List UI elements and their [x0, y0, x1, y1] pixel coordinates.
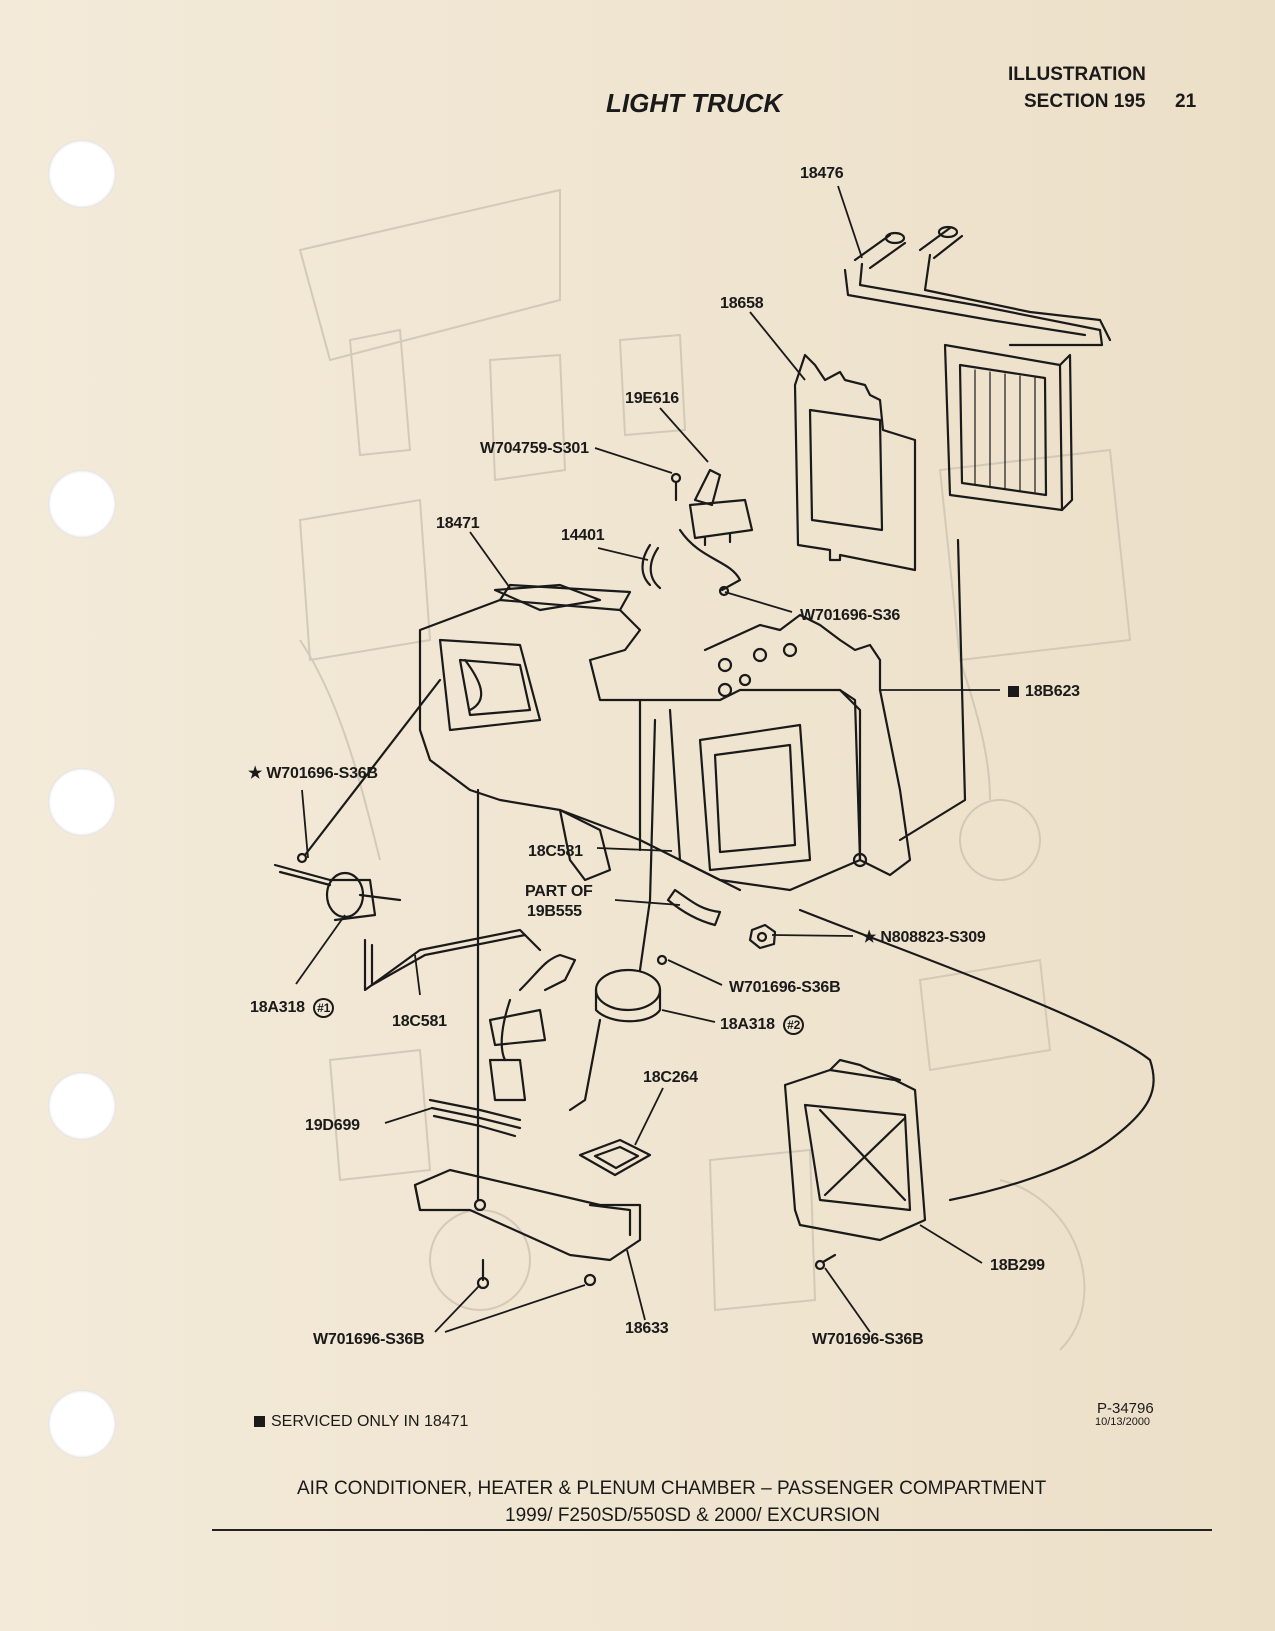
circled-number-2: #2: [783, 1015, 805, 1035]
callout-W701696-S36: W701696-S36: [800, 607, 901, 624]
callout-18A318-2: 18A318 #2: [720, 1015, 805, 1035]
seal-frame-18658: [793, 353, 917, 572]
callout-18C581-lower: 18C581: [392, 1013, 447, 1030]
callout-part-of: PART OF: [525, 883, 593, 900]
callout-18A318-2-text: 18A318: [720, 1016, 775, 1033]
callout-W701696-S36B-mid: W701696-S36B: [729, 979, 841, 996]
callout-W701696-S36B-right: W701696-S36B: [812, 1331, 924, 1348]
callout-18C264: 18C264: [643, 1069, 698, 1086]
callout-18658: 18658: [720, 295, 764, 312]
bracket-18B623: [703, 613, 912, 877]
bleed-through-ghost: [298, 188, 1132, 1351]
callout-18A318-1: 18A318 #1: [250, 998, 335, 1018]
binder-hole: [48, 470, 116, 538]
callout-18476: 18476: [800, 165, 844, 182]
callout-N808823-S309: ★ N808823-S309: [862, 929, 986, 946]
callout-14401: 14401: [561, 527, 605, 544]
vacuum-hose-18C581: [798, 538, 1155, 1202]
gasket-18C264: [578, 1138, 652, 1177]
hose-19B555: [666, 888, 722, 927]
serviced-only-note: SERVICED ONLY IN 18471: [254, 1413, 468, 1431]
footer-rule: [212, 1529, 1212, 1531]
serviced-only-text: SERVICED ONLY IN 18471: [271, 1413, 469, 1430]
callout-19D699: 19D699: [305, 1117, 360, 1134]
callout-leader-lines: [295, 185, 1000, 1333]
callout-18B623-text: 18B623: [1025, 683, 1080, 700]
footer-line-1: AIR CONDITIONER, HEATER & PLENUM CHAMBER…: [297, 1478, 1047, 1499]
vacuum-switch-19E616: [670, 468, 754, 547]
heater-core: [943, 343, 1074, 512]
page-title: LIGHT TRUCK: [606, 88, 783, 118]
header-section: SECTION 195: [1024, 91, 1146, 112]
callout-19E616: 19E616: [625, 390, 679, 407]
callout-18B623: 18B623: [1008, 683, 1080, 701]
binder-hole: [48, 768, 116, 836]
vacuum-motor-18A318-1: [273, 678, 542, 992]
revision-date: 10/13/2000: [1095, 1416, 1151, 1428]
circled-number-1: #1: [313, 998, 335, 1018]
part-number: P-34796: [1097, 1400, 1154, 1417]
binder-hole: [48, 1390, 116, 1458]
callout-W704759-S301: W704759-S301: [480, 440, 589, 457]
callout-19B555: 19B555: [527, 903, 582, 920]
wiring-14401: [641, 528, 742, 597]
square-note-marker: [254, 1416, 265, 1427]
heater-core-tubes-18476: [843, 225, 1112, 347]
callout-18633: 18633: [625, 1320, 669, 1337]
header-illustration: ILLUSTRATION: [1008, 64, 1146, 85]
wiring-harness-19D699: [428, 953, 577, 1138]
callout-W701696-S36B-star: ★ W701696-S36B: [248, 765, 378, 782]
square-note-marker: [1008, 686, 1019, 697]
callout-18C581-upper: 18C581: [528, 843, 583, 860]
callout-W701696-S36B-left: W701696-S36B: [313, 1331, 425, 1348]
callout-18471: 18471: [436, 515, 480, 532]
binder-hole: [48, 140, 116, 208]
callout-18A318-1-text: 18A318: [250, 999, 305, 1016]
nut-N808823: [748, 923, 777, 950]
binder-hole: [48, 1072, 116, 1140]
vacuum-motor-18A318-2: [568, 718, 668, 1112]
header-page-number: 21: [1175, 91, 1197, 112]
callout-18B299: 18B299: [990, 1257, 1045, 1274]
cover-18B299: [783, 1058, 927, 1271]
duct-18633: [413, 1168, 642, 1290]
plenum-housing-18471: [418, 583, 862, 892]
footer-line-2: 1999/ F250SD/550SD & 2000/ EXCURSION: [505, 1505, 880, 1526]
